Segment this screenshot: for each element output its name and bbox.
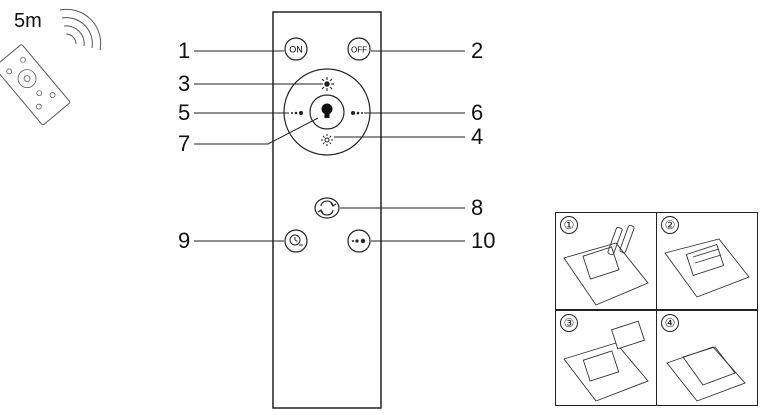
- callout-3: 3: [178, 71, 191, 96]
- step-number: ①: [560, 216, 578, 234]
- off-button-label: OFF: [351, 46, 367, 55]
- battery-step-2-panel: ②: [656, 212, 758, 310]
- callout-4: 4: [471, 124, 484, 149]
- timer-button[interactable]: [284, 229, 308, 253]
- battery-step-3-illustration: [563, 320, 649, 402]
- callout-lines: [194, 50, 465, 242]
- signal-waves-icon: [59, 8, 102, 51]
- on-button[interactable]: ON: [284, 37, 308, 61]
- step-number: ③: [560, 314, 578, 332]
- dots-left-icon[interactable]: [291, 111, 303, 115]
- sun-bright-icon[interactable]: [320, 77, 334, 91]
- on-button-label: ON: [289, 45, 303, 55]
- callout-7: 7: [178, 131, 191, 156]
- callout-8: 8: [471, 195, 484, 220]
- battery-step-1-panel: ①: [555, 212, 657, 310]
- night-dots-button[interactable]: [347, 229, 371, 253]
- step-number: ④: [661, 314, 679, 332]
- battery-step-4-panel: ④: [656, 310, 758, 406]
- battery-step-4-illustration: [666, 346, 746, 402]
- callout-10: 10: [471, 228, 496, 253]
- callout-1: 1: [178, 38, 191, 63]
- dots-right-icon[interactable]: [351, 111, 363, 115]
- off-button[interactable]: OFF: [347, 37, 371, 61]
- timer-icon: [289, 234, 303, 246]
- callout-2: 2: [471, 38, 484, 63]
- battery-step-2-illustration: [664, 238, 750, 298]
- range-label: 5m: [14, 10, 42, 32]
- cycle-icon: [317, 200, 337, 216]
- battery-step-3-panel: ③: [555, 310, 657, 406]
- small-remote-illustration: [0, 44, 71, 126]
- callout-6: 6: [471, 100, 484, 125]
- dots-icon: [352, 238, 366, 244]
- callout-5: 5: [178, 100, 191, 125]
- callout-9: 9: [178, 228, 191, 253]
- step-number: ②: [661, 216, 679, 234]
- cycle-button[interactable]: [314, 197, 340, 219]
- sun-dim-icon[interactable]: [321, 134, 333, 146]
- battery-step-1-illustration: [563, 224, 649, 306]
- bulb-icon: [321, 103, 333, 118]
